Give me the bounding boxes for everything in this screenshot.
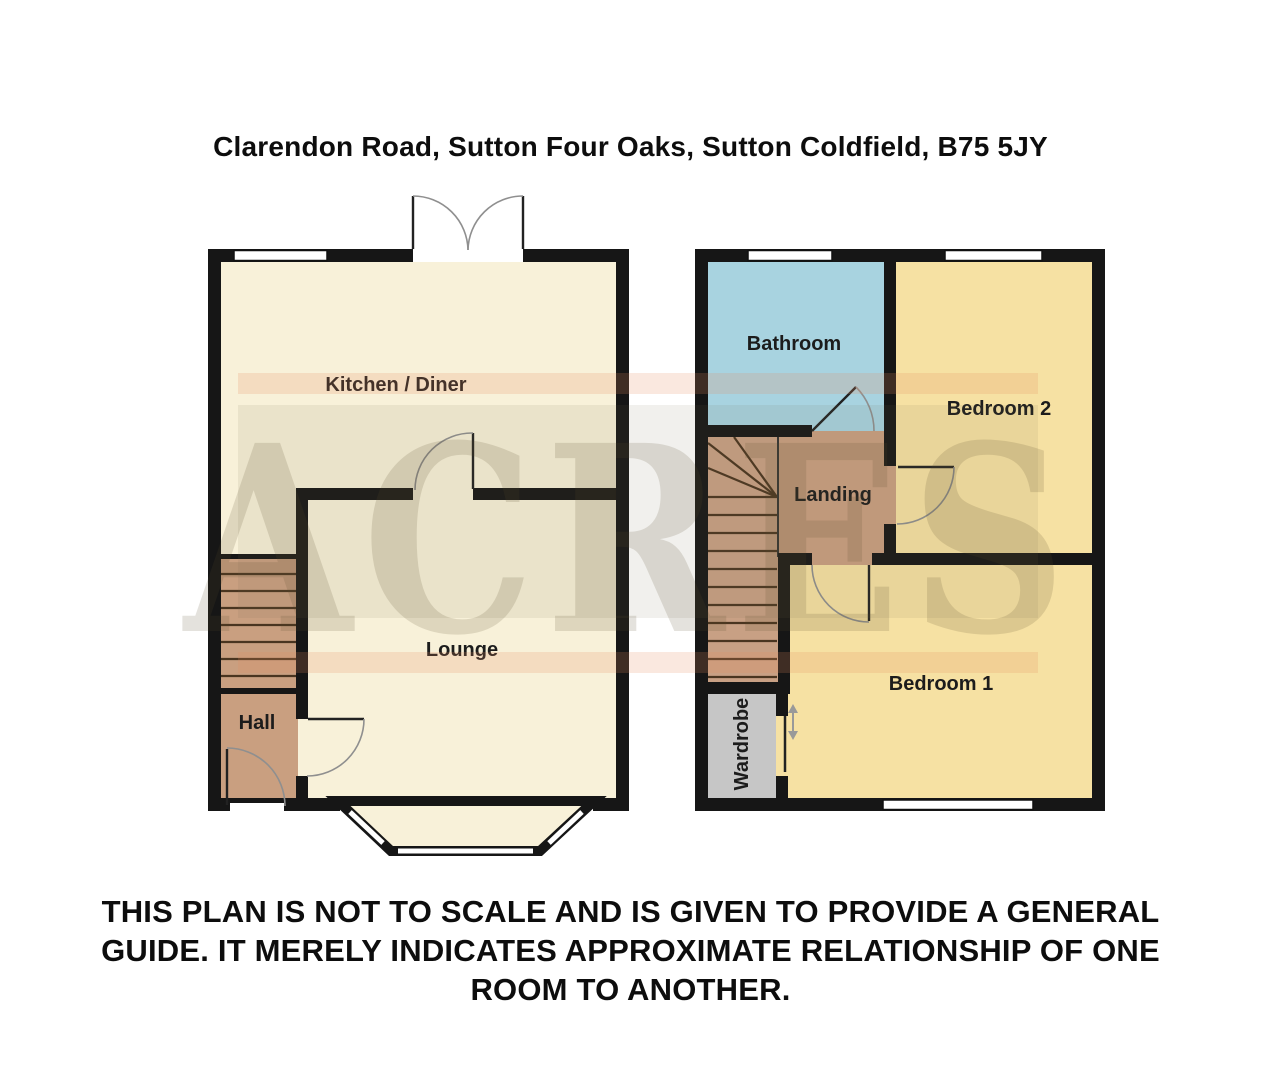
kitchen-diner-label: Kitchen / Diner — [325, 374, 466, 396]
front-door-icon — [225, 747, 286, 807]
landing-label: Landing — [794, 484, 872, 506]
stairs-floor — [708, 437, 778, 682]
bay-window — [325, 796, 607, 856]
french-doors-icon — [411, 195, 525, 251]
bedroom2-floor — [896, 262, 1092, 553]
ground-floor-plan: Kitchen / Diner Lounge Hall — [208, 195, 629, 856]
kitchen-door-icon — [414, 432, 475, 491]
landing-floor — [778, 431, 896, 565]
first-floor-plan: Bathroom Bedroom 2 Landing Bedroom 1 War… — [695, 249, 1105, 811]
bathroom-door-icon — [811, 386, 875, 432]
first-floor-stairs — [707, 436, 779, 679]
wardrobe-sliding-door-icon — [783, 704, 798, 772]
ground-floor-stairs — [221, 554, 298, 694]
bedroom2-door-icon — [896, 465, 955, 525]
bathroom-label: Bathroom — [747, 333, 841, 355]
bedroom2-window — [944, 249, 1043, 262]
bathroom-floor — [708, 262, 884, 431]
property-address-title: Clarendon Road, Sutton Four Oaks, Sutton… — [213, 131, 1048, 162]
disclaimer-line-1: THIS PLAN IS NOT TO SCALE AND IS GIVEN T… — [101, 894, 1160, 929]
hall-stairs-floor — [221, 557, 298, 798]
kitchen-window — [233, 249, 328, 262]
hall-label: Hall — [239, 712, 276, 734]
disclaimer-line-2: GUIDE. IT MERELY INDICATES APPROXIMATE R… — [101, 933, 1160, 968]
bedroom1-label: Bedroom 1 — [889, 673, 993, 695]
wardrobe-label: Wardrobe — [731, 698, 753, 791]
lounge-label: Lounge — [426, 639, 498, 661]
disclaimer-line-3: ROOM TO ANOTHER. — [470, 972, 791, 1007]
bathroom-window — [747, 249, 833, 262]
bedroom1-door-icon — [811, 564, 871, 623]
bedroom2-label: Bedroom 2 — [947, 398, 1051, 420]
bedroom1-window — [882, 799, 1034, 811]
disclaimer-text: THIS PLAN IS NOT TO SCALE AND IS GIVEN T… — [0, 892, 1261, 1009]
wardrobe-floor — [708, 694, 776, 798]
front-door-opening — [230, 803, 284, 811]
lounge-door-icon — [306, 717, 365, 777]
